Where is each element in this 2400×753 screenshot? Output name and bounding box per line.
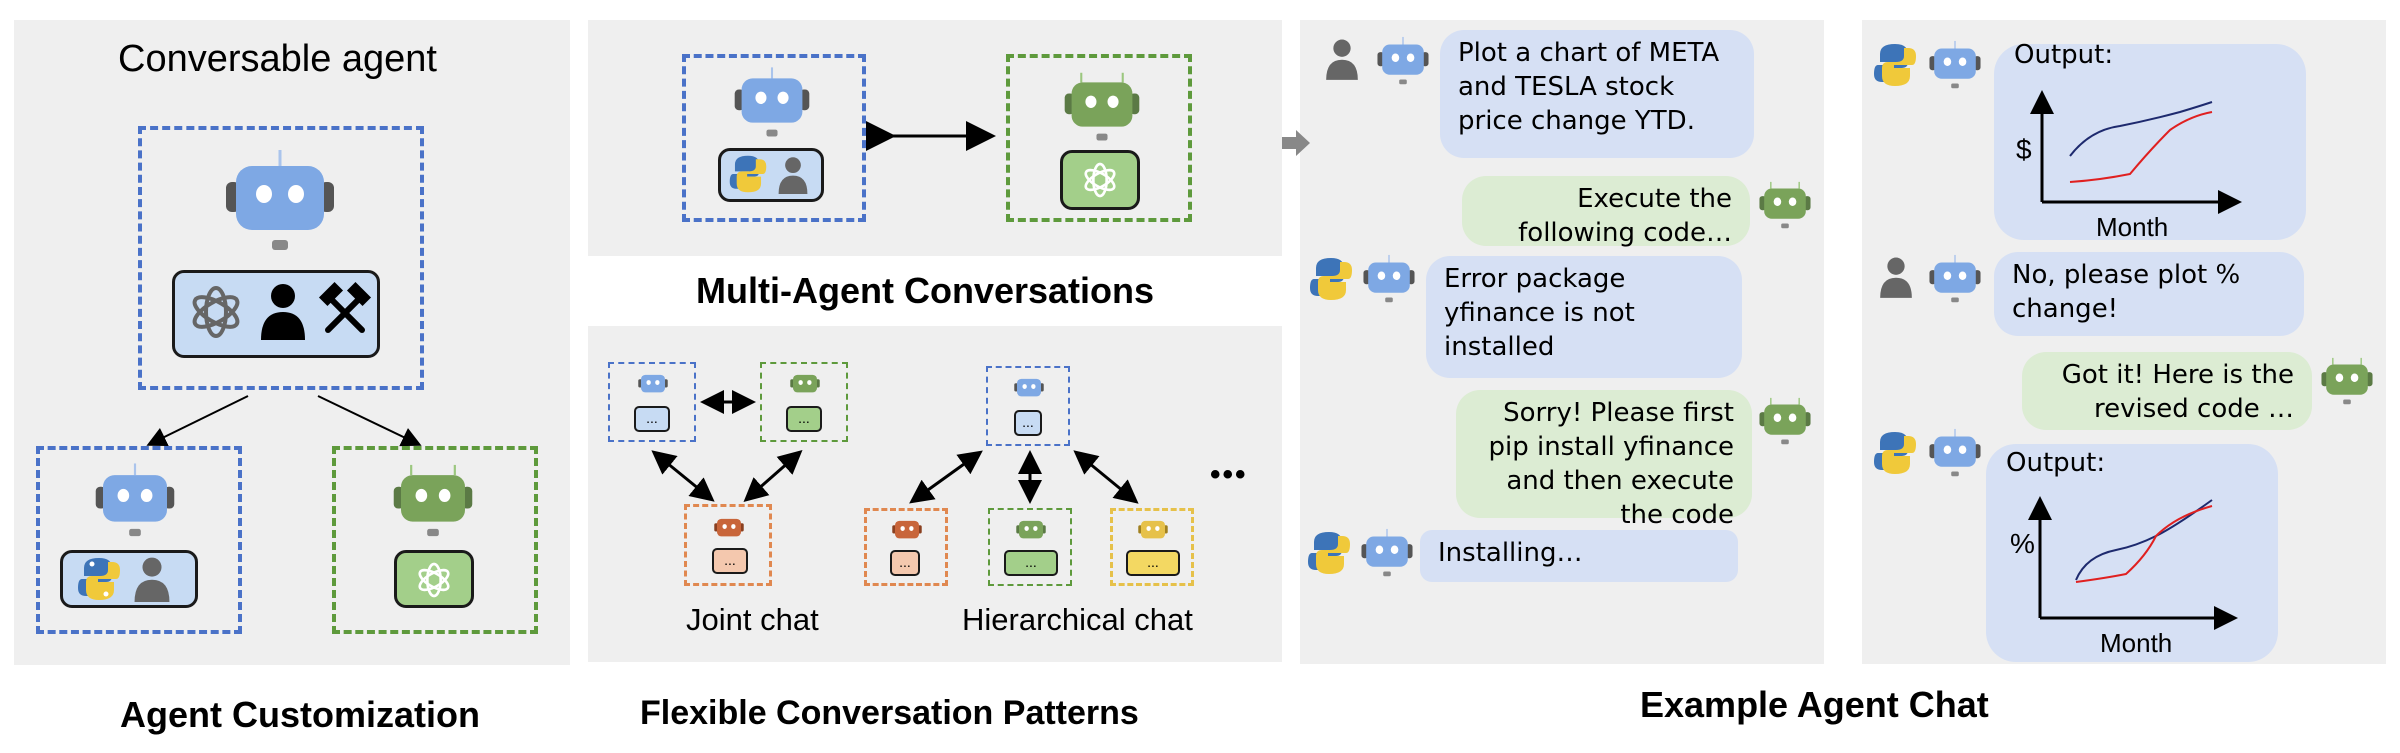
robot-icon xyxy=(226,150,334,250)
joint-agent-blue xyxy=(608,362,696,442)
chat-message-assistant: Got it! Here is the revised code … xyxy=(2022,352,2312,430)
assistant-agent-box xyxy=(36,446,242,634)
ellipsis-text: ... xyxy=(1022,414,1034,430)
pattern-ellipsis: ••• xyxy=(1210,458,1248,491)
ellipsis-text: ... xyxy=(798,410,810,426)
green-robot-icon xyxy=(1016,520,1046,539)
joint-chat-label: Joint chat xyxy=(686,602,819,637)
python-icon xyxy=(1874,432,1916,474)
split-arrows xyxy=(146,395,422,447)
human-icon xyxy=(134,557,170,602)
multi-agent-caption: Multi-Agent Conversations xyxy=(696,270,1155,311)
chart-ylabel: % xyxy=(2010,528,2035,559)
joint-agent-orange xyxy=(684,504,772,586)
human-icon xyxy=(1880,257,1912,298)
robot-icon xyxy=(1361,528,1413,577)
flow-arrow-icon xyxy=(1282,130,1310,156)
conversable-agent-heading: Conversable agent xyxy=(118,38,437,80)
conversable-agent-box xyxy=(138,126,424,390)
hier-agent-blue xyxy=(986,366,1070,446)
green-robot-icon xyxy=(393,464,473,537)
agent-b-box xyxy=(1006,54,1192,222)
ellipsis-text: ... xyxy=(899,554,911,570)
orange-robot-icon xyxy=(714,518,744,537)
robot-icon xyxy=(638,374,668,393)
human-icon xyxy=(261,284,305,340)
agent-content-box: ... xyxy=(786,406,822,432)
output-label: Output: xyxy=(2014,40,2114,70)
ellipsis-text: ... xyxy=(1025,554,1037,570)
agent-content-box: ... xyxy=(712,548,748,574)
chat-message-assistant: Execute the following code… xyxy=(1462,176,1750,248)
chat-message-executor: Error package yfinance is not installed xyxy=(1426,256,1742,378)
chat-message-user: Plot a chart of META and TESLA stock pri… xyxy=(1440,30,1754,158)
llm-icon xyxy=(1084,162,1116,198)
robot-icon xyxy=(1929,254,1981,303)
robot-icon xyxy=(1363,254,1415,303)
green-robot-icon xyxy=(1759,397,1811,445)
llm-box xyxy=(1060,150,1140,210)
chat-message-user: No, please plot % change! xyxy=(1994,252,2304,336)
chat-message-assistant: Sorry! Please first pip install yfinance… xyxy=(1456,390,1752,530)
ellipsis-text: ... xyxy=(646,410,658,426)
hier-agent-orange xyxy=(864,508,948,586)
tools-icon xyxy=(318,281,372,333)
chat-message-executor: Installing… xyxy=(1420,530,1738,582)
chart-ylabel: $ xyxy=(2016,134,2032,165)
green-robot-icon xyxy=(1759,181,1811,229)
percent-line-chart xyxy=(2028,496,2238,630)
agent-content-box: ... xyxy=(634,406,670,432)
ellipsis-text: ... xyxy=(1147,554,1159,570)
agent-content-box: ... xyxy=(890,550,920,576)
chart-output-bubble xyxy=(1994,44,2306,240)
green-robot-icon xyxy=(2321,357,2373,405)
python-icon xyxy=(78,558,120,600)
green-robot-icon xyxy=(1064,72,1140,141)
pattern-arrows xyxy=(651,390,1139,504)
robot-icon xyxy=(1014,378,1044,397)
orange-robot-icon xyxy=(892,520,922,539)
yellow-robot-icon xyxy=(1138,520,1168,539)
patterns-caption: Flexible Conversation Patterns xyxy=(640,694,1139,732)
python-icon xyxy=(729,155,767,193)
llm-icon xyxy=(192,286,240,338)
llm-agent-box xyxy=(332,446,538,634)
robot-icon xyxy=(95,463,175,537)
python-icon xyxy=(1310,258,1352,300)
code-human-box xyxy=(60,550,198,608)
joint-agent-green xyxy=(760,362,848,442)
agent-content-box: ... xyxy=(1004,550,1058,576)
hier-agent-yellow xyxy=(1110,508,1194,586)
hierarchical-chat-label: Hierarchical chat xyxy=(962,602,1193,637)
chart-xlabel: Month xyxy=(2100,628,2173,658)
agent-content-box: ... xyxy=(1014,410,1042,436)
green-robot-icon xyxy=(790,374,820,393)
stock-line-chart xyxy=(2030,90,2242,214)
llm-box xyxy=(394,550,474,608)
human-icon xyxy=(778,157,808,194)
agent-content-box: ... xyxy=(1126,550,1180,576)
robot-icon xyxy=(1377,36,1429,85)
human-icon xyxy=(1326,39,1358,80)
ellipsis-text: ... xyxy=(724,552,736,568)
robot-icon xyxy=(1929,428,1981,477)
chart-xlabel: Month xyxy=(2096,212,2169,242)
python-icon xyxy=(1308,532,1350,574)
hier-agent-green xyxy=(988,508,1072,586)
python-icon xyxy=(1874,44,1916,86)
bidirectional-arrow xyxy=(866,121,996,151)
robot-icon xyxy=(1929,40,1981,89)
agent-a-box xyxy=(682,54,866,222)
llm-icon xyxy=(418,562,450,598)
output-label: Output: xyxy=(2006,448,2106,478)
example-chat-caption: Example Agent Chat xyxy=(1640,684,1989,725)
agent-customization-caption: Agent Customization xyxy=(120,694,480,735)
robot-icon xyxy=(734,67,810,137)
